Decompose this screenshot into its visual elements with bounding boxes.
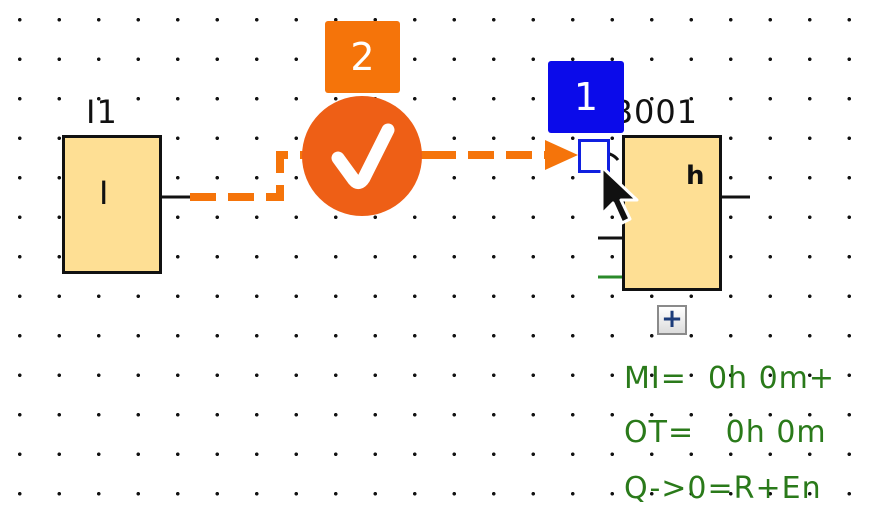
plus-icon: + bbox=[661, 304, 683, 334]
step-1-label: 1 bbox=[573, 75, 599, 119]
step-1-callout: 1 bbox=[548, 61, 624, 133]
checkmark-icon bbox=[331, 123, 395, 190]
i1-block-symbol: I bbox=[99, 174, 109, 212]
b001-block-title: B001 bbox=[611, 93, 699, 131]
param-ot-line: OT= 0h 0m bbox=[624, 415, 827, 450]
i1-input-block[interactable]: I bbox=[62, 135, 162, 274]
step-2-callout: 2 bbox=[325, 21, 400, 93]
i1-block-title: I1 bbox=[86, 93, 118, 131]
param-mi-line: MI= 0h 0m+ bbox=[624, 361, 836, 396]
expand-parameters-button[interactable]: + bbox=[657, 305, 687, 335]
timer-hours-symbol: h bbox=[686, 161, 705, 191]
param-q-line: Q->0=R+En bbox=[624, 471, 822, 506]
checkmark-badge bbox=[302, 96, 422, 216]
b001-trigger-input-terminal[interactable] bbox=[578, 139, 610, 173]
connection-arrowhead-icon bbox=[545, 140, 578, 170]
step-2-label: 2 bbox=[350, 35, 375, 79]
